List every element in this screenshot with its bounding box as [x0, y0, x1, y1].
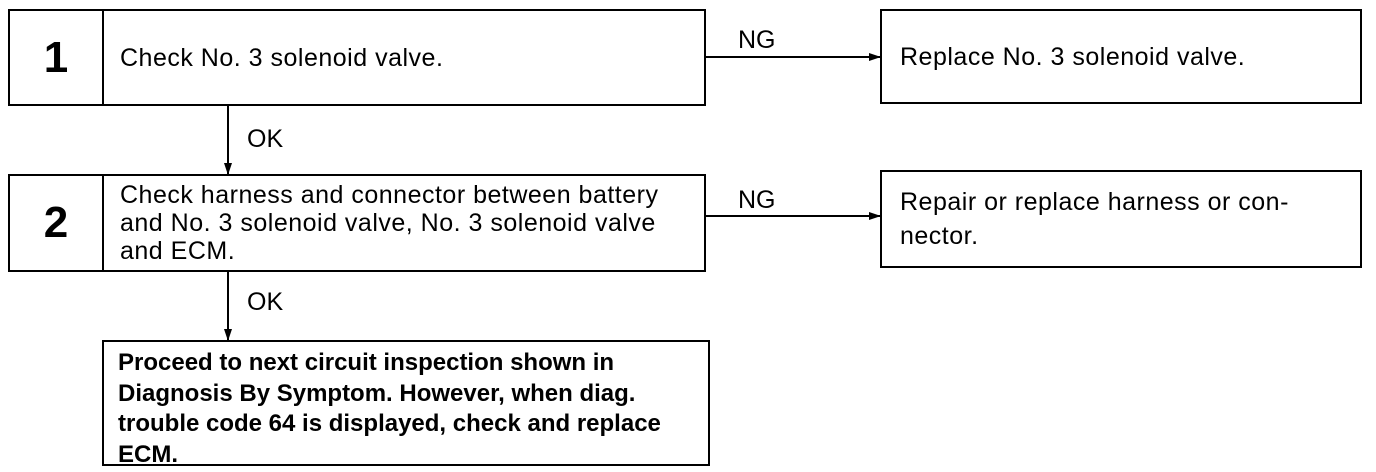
final-instruction-text: Proceed to next circuit inspection shown… [118, 349, 661, 468]
step-2-text: Check harness and connector between batt… [120, 181, 659, 265]
step-1-ng-result-box: Replace No. 3 solenoid valve. [880, 9, 1362, 104]
step-1-ng-result-text: Replace No. 3 solenoid valve. [900, 42, 1246, 71]
step-2-ng-result-text: Repair or replace harness or con- nector… [900, 188, 1289, 250]
step-1-text: Check No. 3 solenoid valve. [120, 43, 444, 72]
step-1-ng-label: NG [738, 26, 776, 54]
final-instruction-box: Proceed to next circuit inspection shown… [102, 340, 710, 468]
step-1-number: 1 [10, 11, 104, 104]
step-2-number: 2 [10, 176, 104, 270]
step-2-ok-label: OK [247, 288, 284, 316]
step-1-ok-label: OK [247, 125, 284, 153]
step-2-ng-result-box: Repair or replace harness or con- nector… [880, 170, 1362, 268]
step-1-box: 1 Check No. 3 solenoid valve. [8, 9, 706, 106]
step-2-box: 2 Check harness and connector between ba… [8, 174, 706, 272]
step-2-ng-label: NG [738, 186, 776, 214]
